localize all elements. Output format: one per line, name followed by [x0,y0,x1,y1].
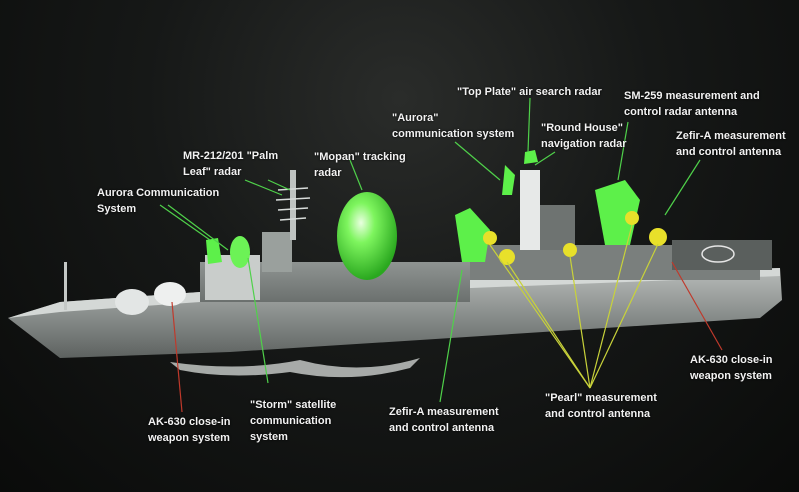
pearl-antennas [483,211,667,265]
label-text: and control antenna [545,408,651,420]
label-text: radar [314,167,342,179]
label-top-plate-radar: "Top Plate" air search radar [457,84,602,100]
label-aurora-communication-system: "Aurora" communication system [392,110,514,142]
label-pearl-antenna: "Pearl" measurement and control antenna [545,390,657,422]
label-text: weapon system [148,432,230,444]
label-text: "Pearl" measurement [545,392,657,404]
label-text: "Top Plate" air search radar [457,86,602,98]
top-plate-radar [524,150,538,164]
label-text: "Mopan" tracking [314,151,406,163]
label-storm-antenna: "Storm" satellite communication system [250,397,336,445]
label-text: SM-259 measurement and [624,90,760,102]
zefir-a-antenna-mid [455,208,490,262]
label-text: communication system [392,128,515,140]
label-text: weapon system [690,370,772,382]
label-palm-leaf-radar: MR-212/201 "Palm Leaf" radar [183,148,278,180]
sm-259-antenna [595,180,640,245]
label-zefir-a-antenna-top: Zefir-A measurement and control antenna [676,128,786,160]
label-text: Zefir-A measurement [389,406,499,418]
label-text: AK-630 close-in [690,354,773,366]
label-text: and control antenna [676,146,782,158]
label-round-house-radar: "Round House" navigation radar [541,120,627,152]
label-text: "Aurora" [392,112,439,124]
label-text: "Round House" [541,122,623,134]
label-ak-630-aft: AK-630 close-in weapon system [690,352,773,384]
label-zefir-a-antenna-bottom: Zefir-A measurement and control antenna [389,404,499,436]
wake [170,358,420,378]
label-mopan-radar: "Mopan" tracking radar [314,149,406,181]
label-text: Aurora Communication [97,187,220,199]
aurora-fore-antenna [206,238,222,264]
round-house-radar [502,165,515,195]
label-text: Leaf" radar [183,166,242,178]
superstructure [64,170,772,315]
label-text: control radar antenna [624,106,738,118]
label-text: communication [250,415,332,427]
label-text: MR-212/201 "Palm [183,150,279,162]
label-text: Zefir-A measurement [676,130,786,142]
label-sm-259-antenna: SM-259 measurement and control radar ant… [624,88,760,120]
label-text: System [97,203,137,215]
label-text: and control antenna [389,422,495,434]
label-aurora-fore: Aurora Communication System [97,185,219,217]
storm-antenna [230,236,250,268]
label-ak-630-fore: AK-630 close-in weapon system [148,414,231,446]
label-text: system [250,431,288,443]
highlighted-antennas [206,150,667,280]
label-text: AK-630 close-in [148,416,231,428]
mopan-radar-dome [337,192,397,280]
ship-hull [8,268,782,358]
label-text: navigation radar [541,138,627,150]
leader-lines [159,97,723,413]
label-text: "Storm" satellite [250,399,337,411]
